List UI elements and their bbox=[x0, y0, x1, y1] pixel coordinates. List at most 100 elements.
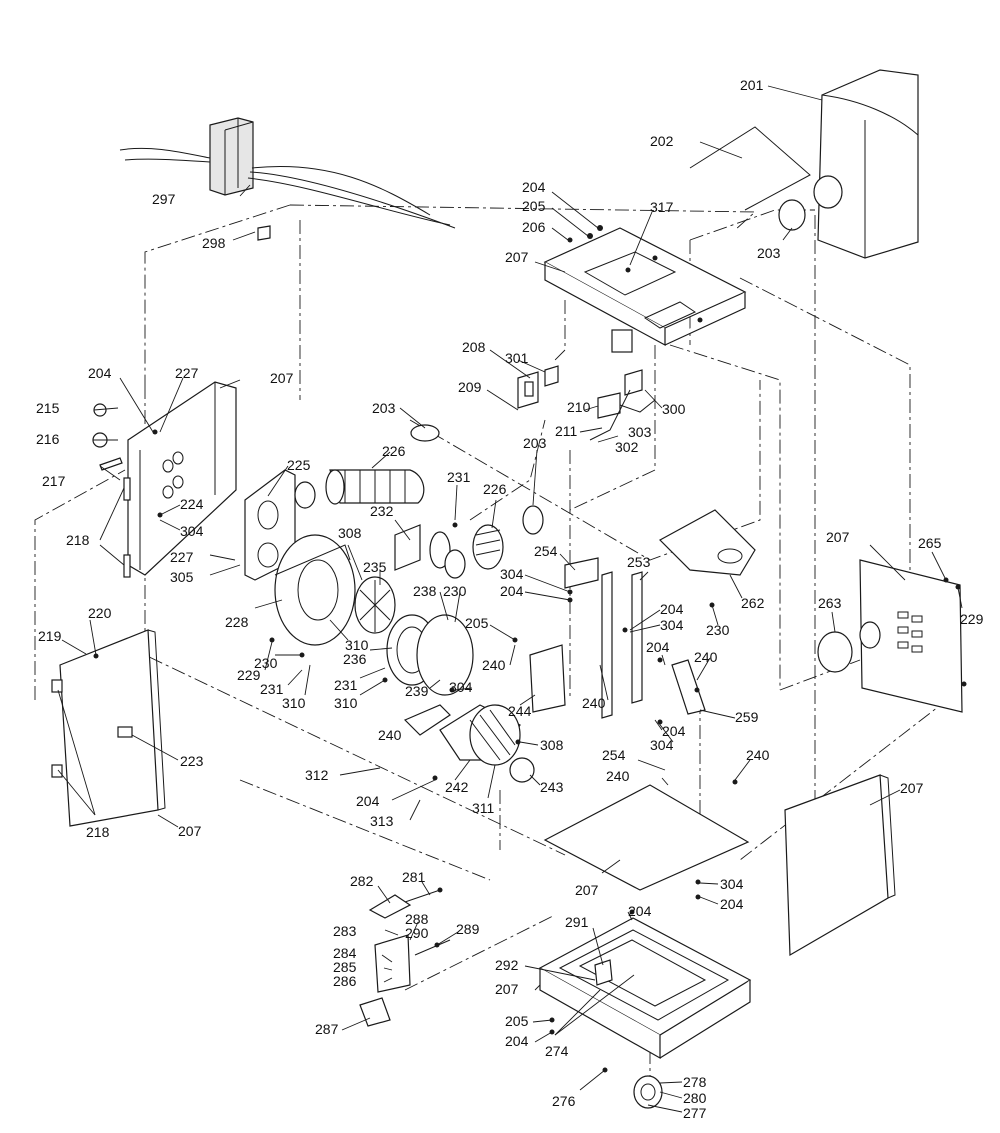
back-panel-207 bbox=[784, 774, 896, 957]
label-219: 219 bbox=[38, 628, 62, 644]
relay-210 bbox=[589, 369, 656, 441]
label-304-left: 304 bbox=[180, 523, 204, 539]
label-227-top: 227 bbox=[175, 365, 199, 381]
label-205-base: 205 bbox=[505, 1013, 529, 1029]
switch-plate-209 bbox=[517, 365, 559, 409]
label-276: 276 bbox=[552, 1093, 576, 1109]
label-240-right: 240 bbox=[746, 747, 770, 763]
label-283: 283 bbox=[333, 923, 357, 939]
label-312: 312 bbox=[305, 767, 329, 783]
duct-262 bbox=[659, 509, 756, 576]
label-230-right: 230 bbox=[706, 622, 730, 638]
label-277: 277 bbox=[683, 1105, 707, 1121]
label-226-coupling: 226 bbox=[483, 481, 507, 497]
label-209: 209 bbox=[458, 379, 482, 395]
label-304-lower: 304 bbox=[650, 737, 674, 753]
flex-duct-226 bbox=[325, 469, 425, 505]
label-310-lower: 310 bbox=[334, 695, 358, 711]
label-203-right: 203 bbox=[523, 435, 547, 451]
label-304-mid: 304 bbox=[500, 566, 524, 582]
label-230-left: 230 bbox=[254, 655, 278, 671]
label-229-right: 229 bbox=[960, 611, 984, 627]
label-240-motor: 240 bbox=[378, 727, 402, 743]
label-285: 285 bbox=[333, 959, 357, 975]
label-310-top: 310 bbox=[345, 637, 369, 653]
label-204-bottom: 204 bbox=[505, 1033, 529, 1049]
screw-217 bbox=[99, 457, 123, 471]
clip-298 bbox=[257, 225, 271, 241]
label-232: 232 bbox=[370, 503, 394, 519]
label-302: 302 bbox=[615, 439, 639, 455]
label-231-mid: 231 bbox=[334, 677, 358, 693]
impeller-235 bbox=[354, 576, 396, 634]
label-239: 239 bbox=[405, 683, 429, 699]
label-204-left: 204 bbox=[88, 365, 112, 381]
clamp-203c bbox=[522, 505, 544, 535]
label-238: 238 bbox=[413, 583, 437, 599]
label-288: 288 bbox=[405, 911, 429, 927]
label-203: 203 bbox=[757, 245, 781, 261]
clamp-203b bbox=[410, 424, 440, 442]
label-217: 217 bbox=[42, 473, 66, 489]
label-304-base: 304 bbox=[720, 876, 744, 892]
label-298: 298 bbox=[202, 235, 226, 251]
label-253: 253 bbox=[627, 554, 651, 570]
label-206: 206 bbox=[522, 219, 546, 235]
label-204-base: 204 bbox=[720, 896, 744, 912]
label-244: 244 bbox=[508, 703, 532, 719]
label-231-top: 231 bbox=[447, 469, 471, 485]
label-240-rail: 240 bbox=[582, 695, 606, 711]
label-282: 282 bbox=[350, 873, 374, 889]
label-227-lower: 227 bbox=[170, 549, 194, 565]
label-235: 235 bbox=[363, 559, 387, 575]
label-226-duct: 226 bbox=[382, 443, 406, 459]
label-240-left: 240 bbox=[482, 657, 506, 673]
label-230-top: 230 bbox=[443, 583, 467, 599]
label-207-top-plate: 207 bbox=[505, 249, 529, 265]
label-207-door: 207 bbox=[178, 823, 202, 839]
label-265: 265 bbox=[918, 535, 942, 551]
label-218-bottom: 218 bbox=[86, 824, 110, 840]
label-240-bracket: 240 bbox=[694, 649, 718, 665]
pulley-243 bbox=[509, 757, 535, 783]
label-240-lower: 240 bbox=[606, 768, 630, 784]
motor-242 bbox=[403, 704, 535, 783]
label-215: 215 bbox=[36, 400, 60, 416]
label-204-lower: 204 bbox=[662, 723, 686, 739]
label-208: 208 bbox=[462, 339, 486, 355]
label-203-clamp: 203 bbox=[372, 400, 396, 416]
label-243: 243 bbox=[540, 779, 564, 795]
right-panel-207 bbox=[817, 559, 963, 713]
label-205-mid: 205 bbox=[465, 615, 489, 631]
label-254-lower: 254 bbox=[602, 747, 626, 763]
label-220: 220 bbox=[88, 605, 112, 621]
label-231-left: 231 bbox=[260, 681, 284, 697]
label-304-rail: 304 bbox=[660, 617, 684, 633]
label-263: 263 bbox=[818, 595, 842, 611]
clamp-203 bbox=[778, 199, 806, 231]
label-259: 259 bbox=[735, 709, 759, 725]
label-278: 278 bbox=[683, 1074, 707, 1090]
part-labels: 201 202 203 204 205 206 317 207 297 298 … bbox=[36, 77, 984, 1121]
label-305: 305 bbox=[170, 569, 194, 585]
base-frame-207 bbox=[538, 917, 752, 1060]
label-242: 242 bbox=[445, 779, 469, 795]
bracket-259 bbox=[671, 659, 706, 715]
caster-assembly bbox=[633, 1075, 663, 1109]
label-216: 216 bbox=[36, 431, 60, 447]
label-228: 228 bbox=[225, 614, 249, 630]
label-223: 223 bbox=[180, 753, 204, 769]
rod-202 bbox=[689, 126, 811, 211]
label-211: 211 bbox=[555, 423, 578, 439]
leader-lines bbox=[57, 85, 963, 1113]
label-254-top: 254 bbox=[534, 543, 558, 559]
plate-238 bbox=[416, 614, 474, 696]
label-292: 292 bbox=[495, 957, 519, 973]
label-313: 313 bbox=[370, 813, 394, 829]
control-box-297 bbox=[119, 117, 456, 229]
label-287: 287 bbox=[315, 1021, 339, 1037]
label-308-lower: 308 bbox=[540, 737, 564, 753]
cover-201 bbox=[813, 69, 919, 259]
label-207-back-panel: 207 bbox=[900, 780, 924, 796]
